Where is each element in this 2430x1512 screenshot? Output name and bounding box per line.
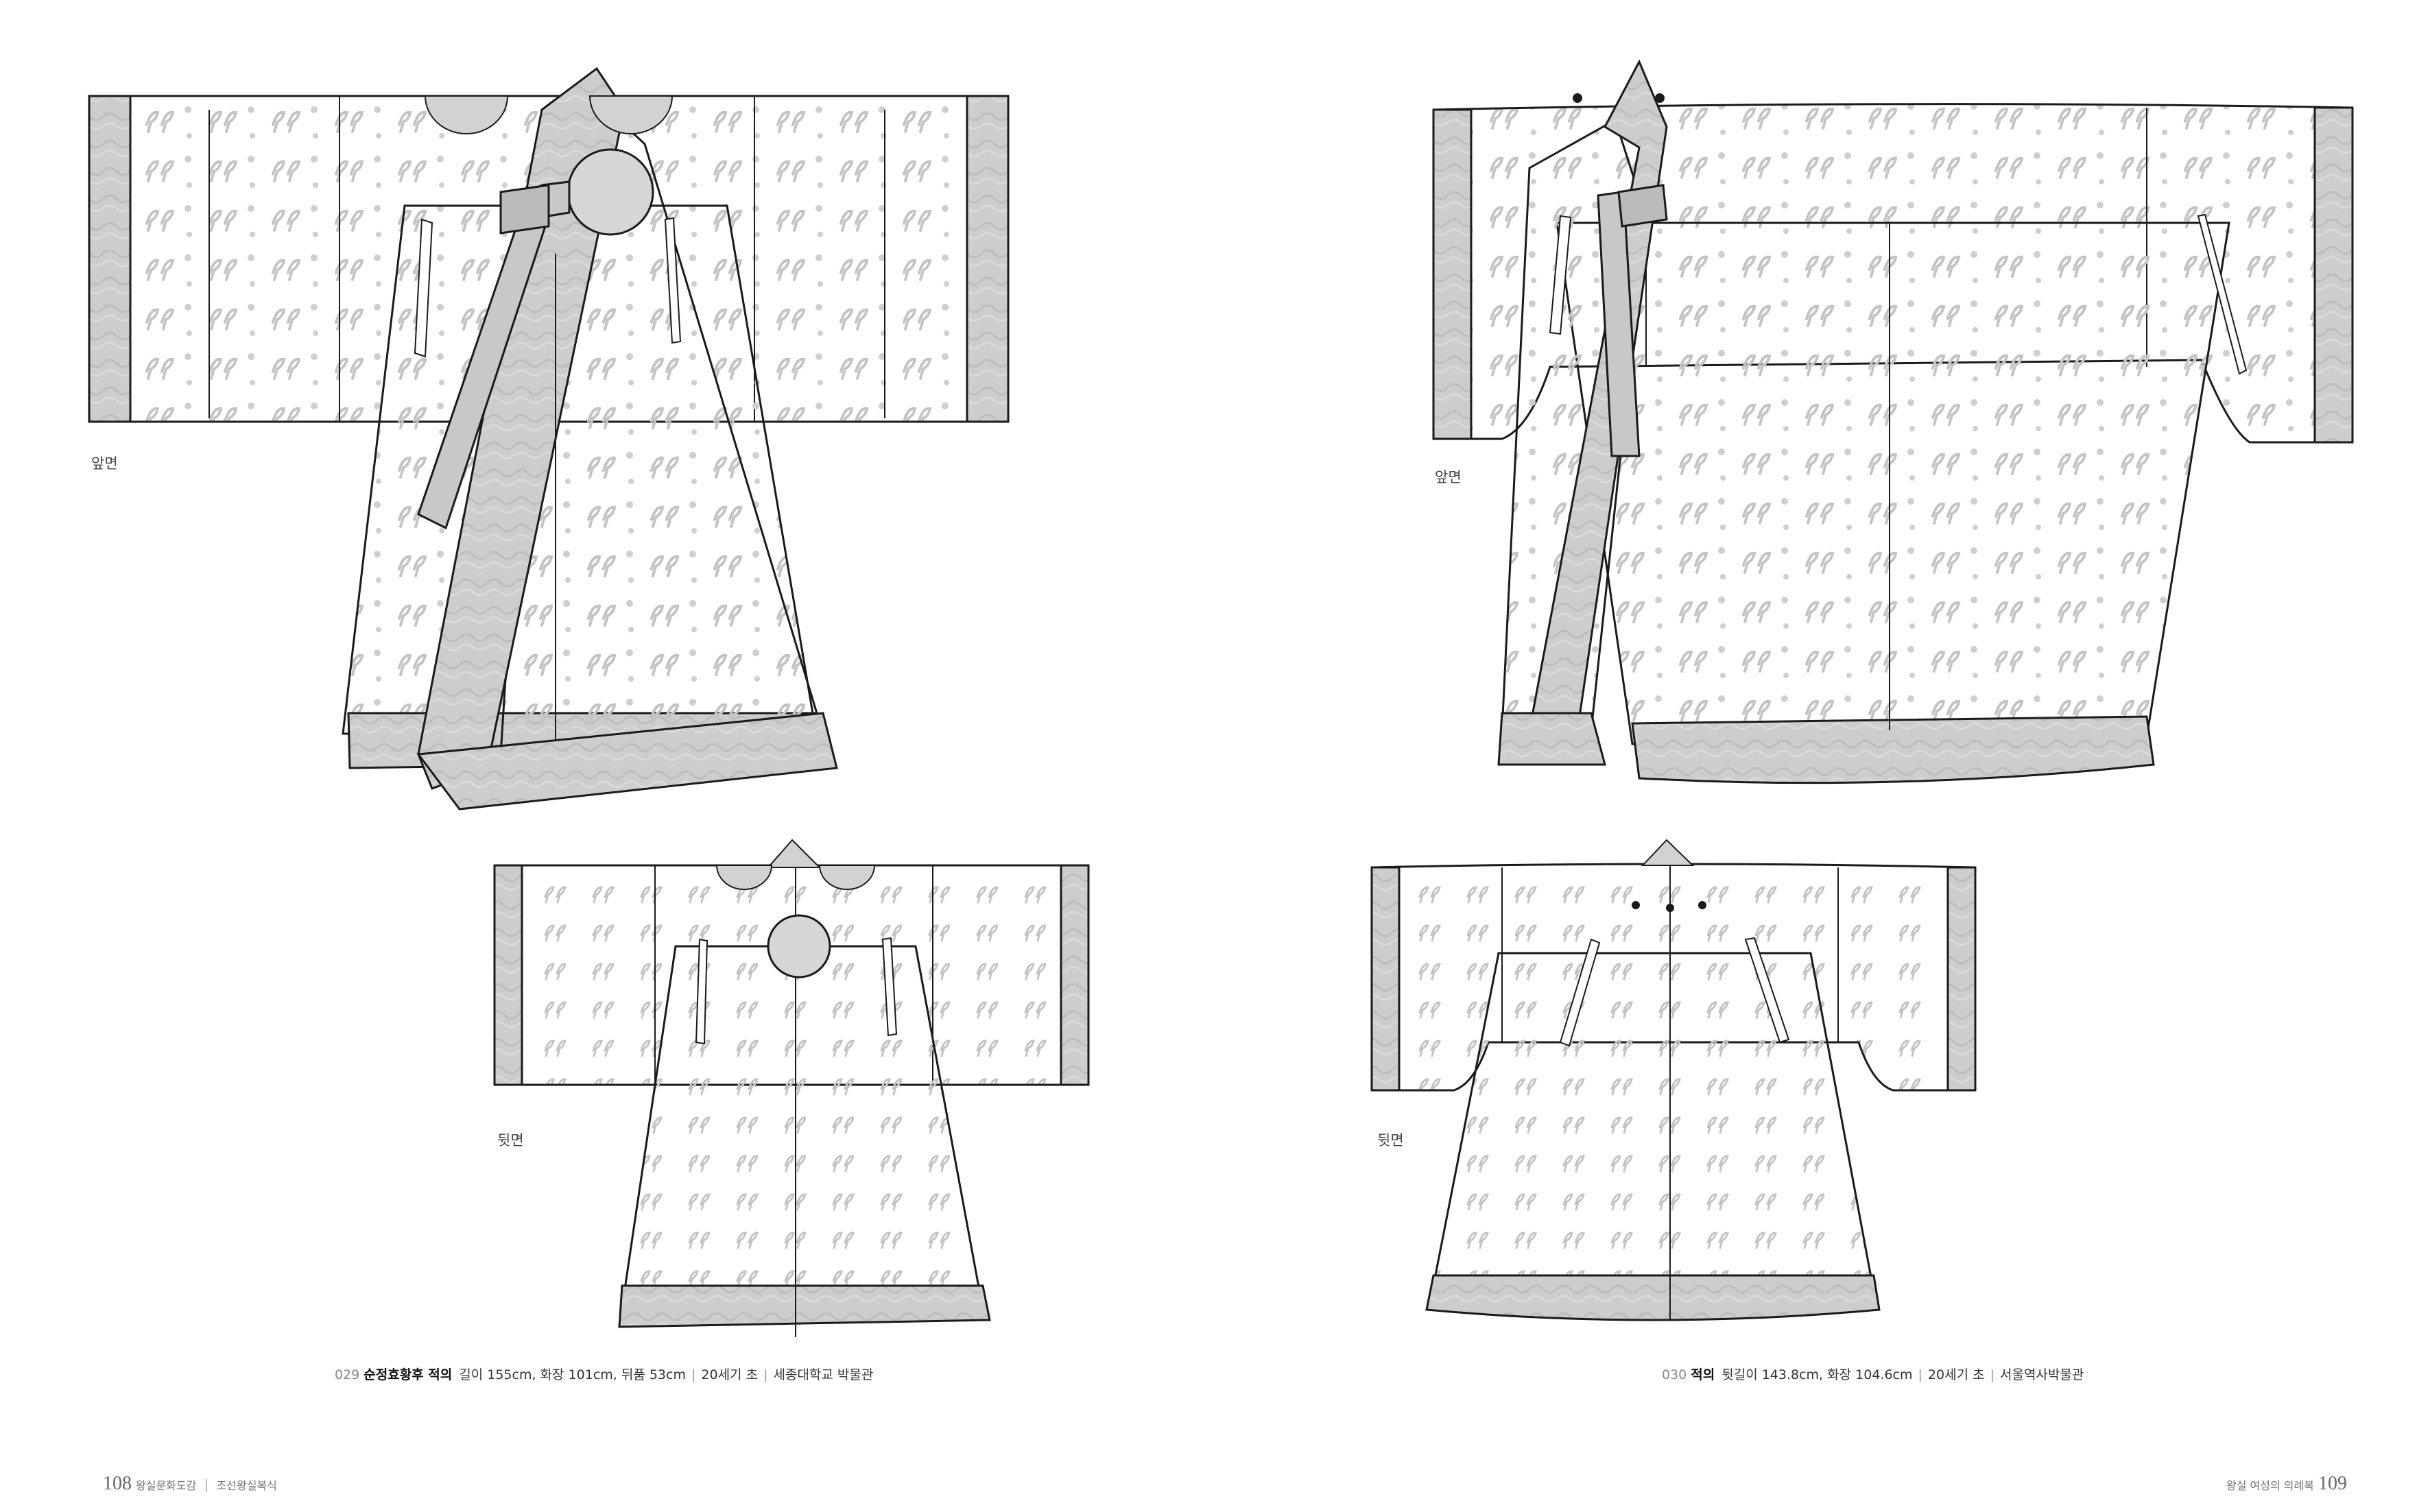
running-head-book: 왕실문화도감	[136, 1479, 197, 1492]
caption-period: 20세기 초	[701, 1367, 759, 1382]
overlap-hem	[1497, 712, 1606, 766]
caption-title: 순정효황후 적의	[364, 1367, 453, 1382]
garment-029-back-drawing	[493, 839, 1090, 1337]
hem-trim	[618, 1284, 991, 1328]
right-cuff-trim	[2313, 106, 2354, 444]
view-label-right-front: 앞면	[1435, 469, 1462, 485]
caption-title: 적의	[1691, 1367, 1715, 1382]
page-number-left: 108	[103, 1473, 132, 1494]
page-number-right: 109	[2318, 1473, 2347, 1494]
chest-roundel	[567, 148, 654, 236]
back-body	[1429, 952, 1877, 1304]
left-cuff-trim	[493, 864, 523, 1086]
caption-collection: 세종대학교 박물관	[773, 1367, 874, 1382]
garment-030-front-drawing	[1432, 59, 2354, 784]
view-label-left-front: 앞면	[91, 455, 118, 472]
overlap-hem	[416, 712, 838, 811]
folio-right: 왕실 여성의 의례복 109	[2222, 1473, 2347, 1495]
body-skirt	[1556, 221, 2230, 745]
garment-029-front-drawing	[88, 67, 1010, 811]
caption-measurements: 길이 155cm, 화장 101cm, 뒤품 53cm	[459, 1367, 686, 1382]
left-cuff-trim	[1370, 866, 1401, 1092]
caption-number: 029	[335, 1367, 360, 1382]
garment-030-back-drawing	[1370, 839, 1977, 1321]
view-label-right-back: 뒷면	[1377, 1132, 1404, 1149]
right-cuff-trim	[1946, 866, 1977, 1092]
left-cuff-trim	[1432, 108, 1473, 440]
back-roundel	[767, 914, 831, 979]
goreum-ribbon	[417, 180, 571, 530]
caption-period: 20세기 초	[1927, 1367, 1985, 1382]
left-cuff-trim	[88, 95, 132, 423]
hem-trim	[1425, 1274, 1881, 1321]
caption-number: 030	[1662, 1367, 1687, 1382]
right-cuff-trim	[1060, 864, 1090, 1086]
hem-trim	[1631, 715, 2155, 784]
caption-measurements: 뒷길이 143.8cm, 화장 104.6cm	[1722, 1367, 1913, 1382]
caption-collection: 서울역사박물관	[1999, 1367, 2084, 1382]
running-head-subtitle: 조선왕실복식	[216, 1479, 277, 1492]
view-label-left-back: 뒷면	[497, 1132, 524, 1149]
right-cuff-trim	[966, 95, 1010, 423]
running-head-subtitle: 왕실 여성의 의례복	[2226, 1479, 2314, 1492]
